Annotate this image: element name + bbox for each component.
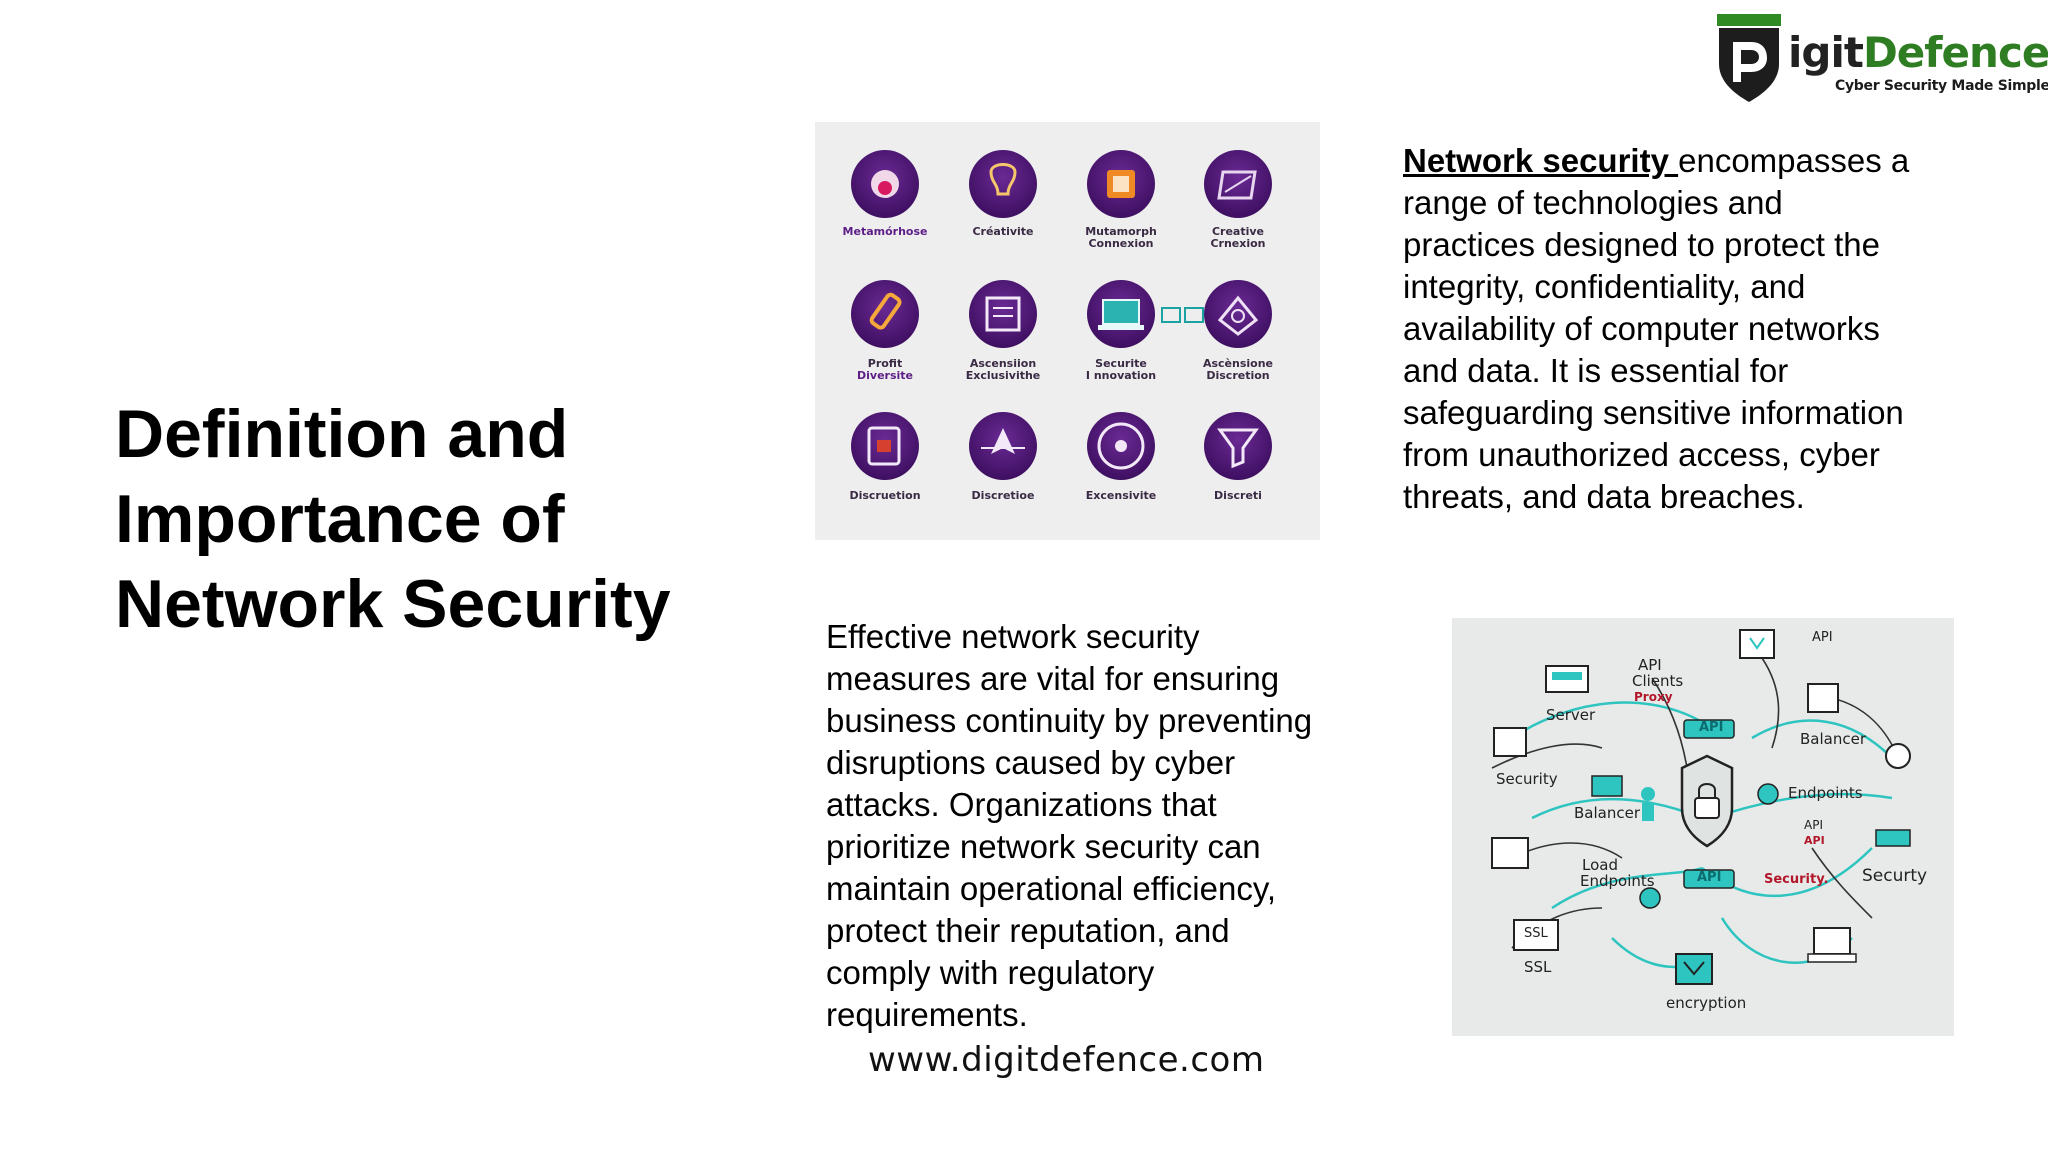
sketch-label: Endpoints [1788, 784, 1863, 802]
server-icon [1545, 665, 1589, 693]
network-sketch-graphic [1491, 629, 1911, 985]
sketch-label: Load [1582, 856, 1618, 874]
discretion-device-icon [851, 412, 919, 480]
sketch-label: Balancer [1800, 730, 1866, 748]
icon-grid-graphic [851, 150, 1272, 480]
balancer-box-icon [1591, 775, 1623, 797]
sketch-label: Security. [1764, 872, 1829, 887]
grid-label: Metamórhose [842, 225, 928, 238]
definition-paragraph: Network security encompasses a range of … [1403, 140, 1983, 518]
para-line: disruptions caused by cyber [826, 744, 1236, 781]
right-monitor-icon [1875, 829, 1911, 847]
sketch-label: SSL [1524, 926, 1548, 941]
para-line: Network security encompasses a [1403, 142, 1910, 179]
central-shield-lock-icon [1680, 754, 1734, 848]
para-line: Effective network security [826, 618, 1200, 655]
diversity-icon [851, 280, 919, 348]
para-line: threats, and data breaches. [1403, 478, 1805, 515]
digitdefence-logo: igitDefence Cyber Security Made Simple. [1715, 12, 2048, 104]
logo-tagline: Cyber Security Made Simple. [1835, 78, 2048, 94]
title-line: Definition and [115, 396, 569, 472]
shield-logo-icon [1717, 14, 1781, 102]
para-line: business continuity by preventing [826, 702, 1313, 739]
para-line: comply with regulatory [826, 954, 1155, 991]
sketch-label: API [1697, 870, 1722, 885]
sketch-label: SSL [1524, 958, 1552, 976]
security-device-icon [1493, 727, 1527, 757]
sketch-label: Securty [1862, 866, 1928, 886]
endpoints-node-icon [1757, 783, 1779, 805]
monitor-icon [1491, 837, 1529, 869]
ssl-device-icon [1513, 919, 1559, 951]
page-title: Definition and Importance of Network Sec… [115, 392, 735, 647]
encryption-device-icon [1675, 953, 1713, 985]
globe-icon [1885, 743, 1911, 769]
sketch-label: API [1638, 656, 1662, 674]
top-monitor-icon [1739, 629, 1775, 659]
para-line: range of technologies and [1403, 184, 1783, 221]
sketch-label: Clients [1632, 672, 1684, 690]
title-line: Network Security [115, 566, 671, 642]
connection-icon [1087, 150, 1155, 218]
grid-label: Discreti [1214, 489, 1262, 502]
load-node-icon [1639, 887, 1661, 909]
para-line: measures are vital for ensuring [826, 660, 1280, 697]
para-line: availability of computer networks [1403, 310, 1880, 347]
grid-label: Discruetion [849, 489, 921, 502]
api-chip-icon [1683, 719, 1735, 739]
sketch-label: API [1812, 630, 1833, 645]
network-security-term: Network security [1403, 142, 1679, 179]
api-chip-2-icon [1683, 869, 1735, 889]
funnel-icon [1204, 412, 1272, 480]
laptop-icon [1087, 280, 1155, 348]
person-icon [1641, 787, 1655, 821]
sketch-label: Balancer [1574, 804, 1640, 822]
balancer-device-icon [1807, 683, 1839, 713]
para-line: attacks. Organizations that [826, 786, 1217, 823]
para-line: prioritize network security can [826, 828, 1261, 865]
para-line: integrity, confidentiality, and [1403, 268, 1806, 305]
sketch-label: API [1699, 720, 1724, 735]
importance-paragraph: Effective network security measures are … [826, 616, 1366, 1036]
sketch-label: API [1804, 818, 1823, 832]
title-line: Importance of [115, 481, 565, 557]
para-line: maintain operational efficiency, [826, 870, 1277, 907]
creative-connection-icon [1204, 150, 1272, 218]
website-url[interactable]: www.digitdefence.com [868, 1040, 1265, 1080]
para-line: practices designed to protect the [1403, 226, 1880, 263]
laptop-device-icon [1807, 927, 1857, 963]
network-sketch-image: API API Clients Proxy Server API Balance… [1452, 618, 1954, 1036]
sketch-label: encryption [1666, 994, 1747, 1012]
ascension-icon [969, 280, 1037, 348]
para-line: protect their reputation, and [826, 912, 1230, 949]
navigation-icon [969, 412, 1037, 480]
para-line: from unauthorized access, cyber [1403, 436, 1880, 473]
sketch-label: Security [1496, 770, 1558, 788]
sketch-label: Endpoints [1580, 872, 1655, 890]
network-hub-icon [1087, 412, 1155, 480]
para-line: requirements. [826, 996, 1028, 1033]
grid-label: Discretioe [971, 489, 1035, 502]
logo-wordmark: igitDefence [1788, 28, 2048, 77]
discretion-box-icon [1204, 280, 1272, 348]
creativity-icon [969, 150, 1037, 218]
metamorphose-icon [851, 150, 919, 218]
para-line: and data. It is essential for [1403, 352, 1789, 389]
sketch-label: Proxy [1634, 690, 1673, 704]
para-line: safeguarding sensitive information [1403, 394, 1904, 431]
grid-label: Créativite [972, 225, 1034, 238]
sketch-label: Server [1546, 706, 1596, 724]
grid-label: Excensivite [1085, 489, 1157, 502]
sketch-label: API [1804, 834, 1825, 847]
